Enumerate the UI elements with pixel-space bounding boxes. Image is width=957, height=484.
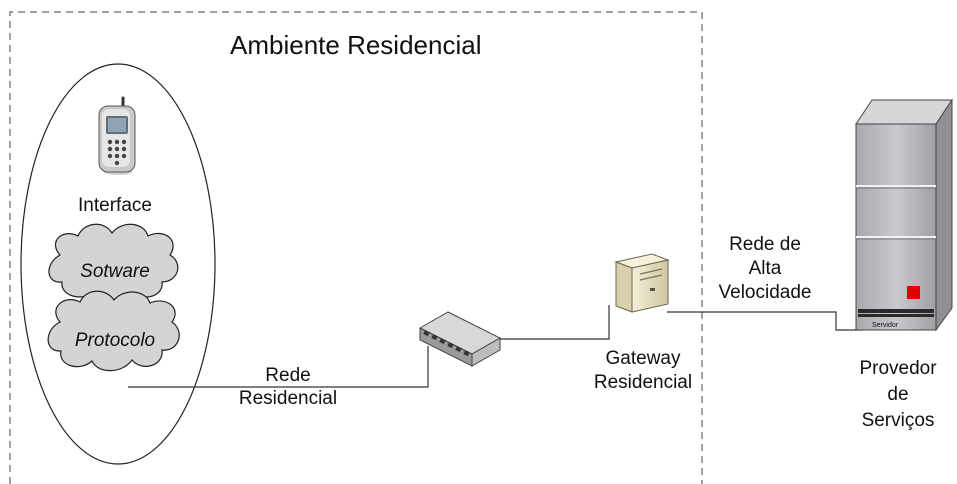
- high-speed-link: [667, 311, 862, 331]
- client-ellipse: [20, 63, 216, 465]
- gateway-label: Gateway Residencial: [593, 348, 693, 393]
- gateway-server-icon: [614, 253, 670, 313]
- cloud-icon: [47, 290, 180, 372]
- protocol-label: Protocolo: [74, 330, 156, 351]
- cloud-icon: [48, 223, 179, 302]
- residential-boundary: [9, 11, 703, 484]
- environment-title: Ambiente Residencial: [230, 30, 482, 60]
- switch-gateway-link: [495, 305, 610, 340]
- server-tower-icon: [855, 98, 953, 332]
- home-network-label: Rede Residencial: [238, 365, 338, 409]
- home-network-link: [128, 346, 429, 388]
- software-label: Sotware: [80, 261, 150, 282]
- server-caption: Servidor: [872, 322, 899, 329]
- server-status-led: [907, 286, 920, 299]
- service-provider-label: Provedor de Serviços: [859, 358, 937, 431]
- network-switch-icon: [418, 311, 502, 367]
- mobile-phone-icon: [98, 96, 136, 175]
- high-speed-network-label: Rede de Alta Velocidade: [718, 234, 812, 303]
- interface-label: Interface: [78, 195, 152, 216]
